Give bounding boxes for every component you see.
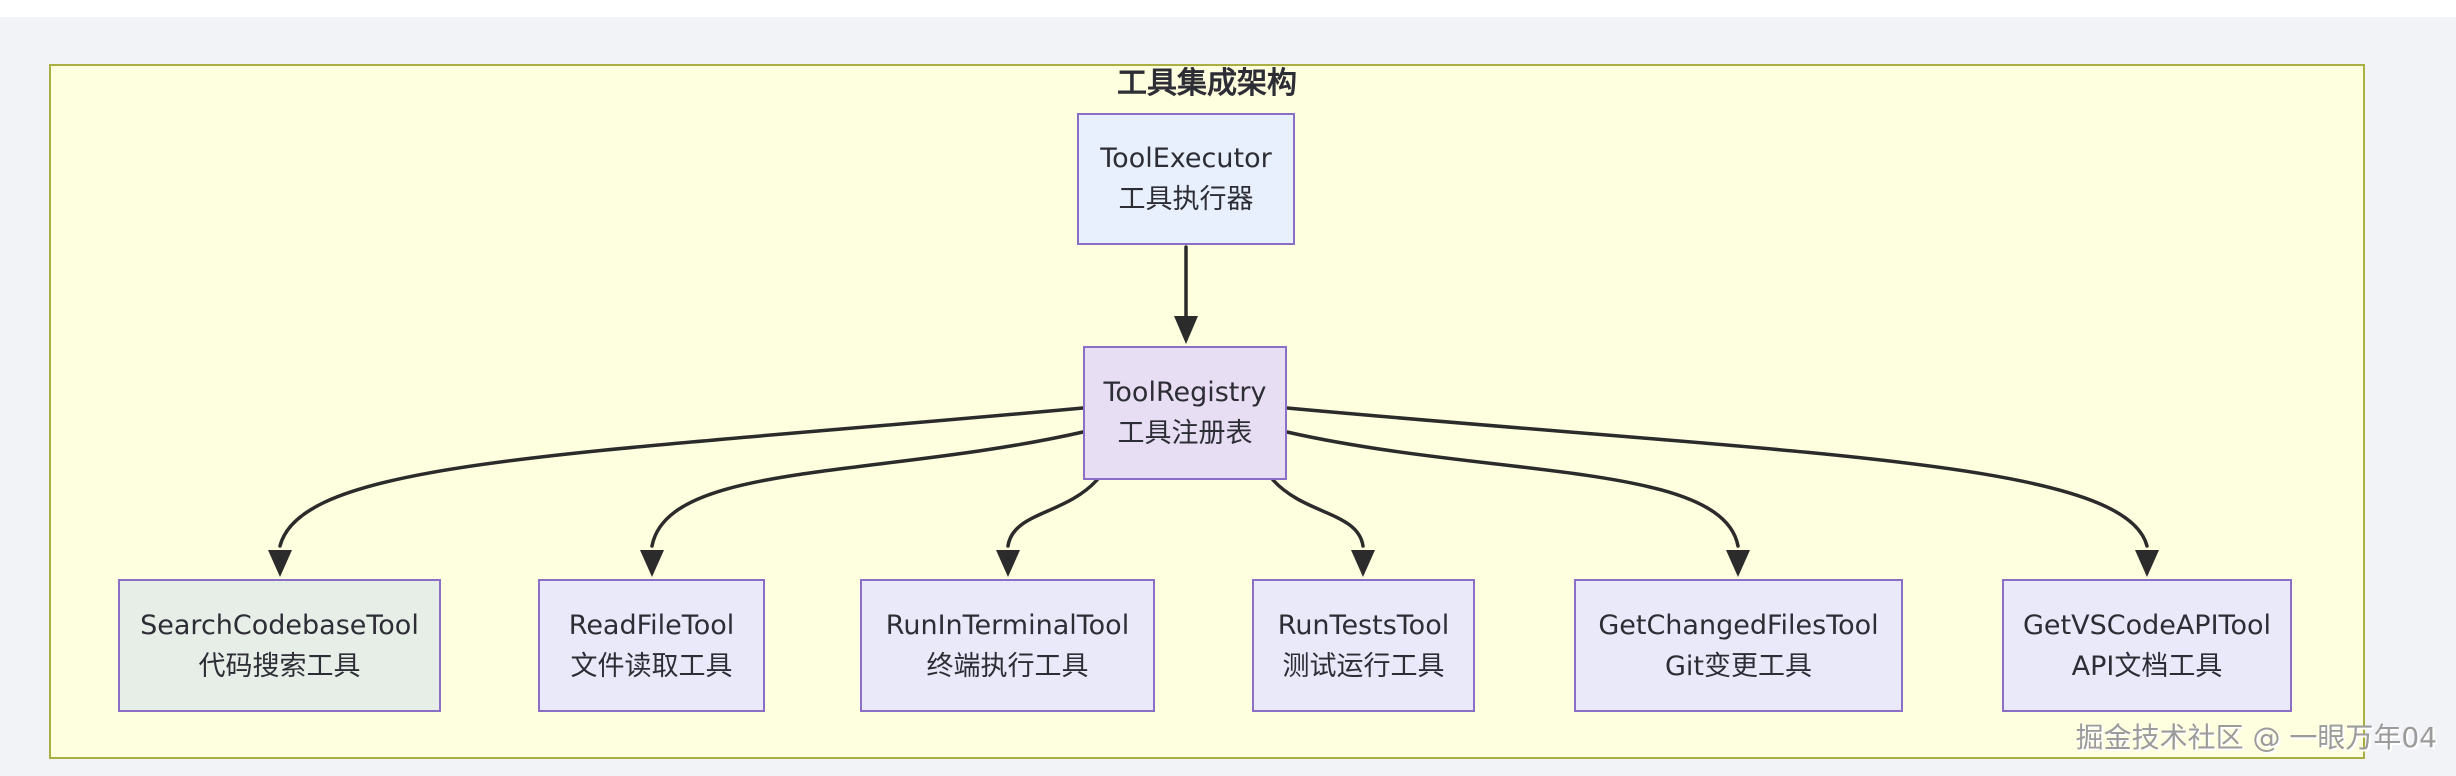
node-readfiletool-label: 文件读取工具 [570,650,733,682]
node-searchcodebasetool-name: SearchCodebaseTool [140,609,419,641]
node-toolregistry-name: ToolRegistry [1103,377,1267,408]
node-searchcodebasetool-label: 代码搜索工具 [198,650,361,682]
node-searchcodebasetool: SearchCodebaseTool 代码搜索工具 [118,579,441,712]
arrowhead-runtests [1351,550,1375,577]
node-getvscodeapitool-label: API文档工具 [2071,650,2223,682]
edge-registry-getchangedfiles [1285,430,1740,548]
arrowhead-getvscodeapi [2135,550,2159,577]
node-toolregistry: ToolRegistry 工具注册表 [1083,346,1287,480]
node-runteststool: RunTestsTool 测试运行工具 [1252,579,1475,712]
arrowhead-getchangedfiles [1726,550,1750,577]
edge-registry-searchcodebase [278,406,1085,548]
node-toolexecutor-name: ToolExecutor [1100,143,1272,174]
edge-registry-runtests [1271,478,1365,548]
node-getchangedfilestool-label: Git变更工具 [1664,650,1812,682]
node-readfiletool: ReadFileTool 文件读取工具 [538,579,765,712]
arrowhead-registry [1174,316,1198,344]
node-runinterminaltool-name: RunInTerminalTool [885,609,1130,641]
node-getchangedfilestool-name: GetChangedFilesTool [1598,609,1879,641]
node-runinterminaltool: RunInTerminalTool 终端执行工具 [860,579,1155,712]
node-runinterminaltool-label: 终端执行工具 [926,650,1089,682]
node-toolexecutor: ToolExecutor 工具执行器 [1077,113,1295,245]
top-strip [0,0,2456,17]
node-getchangedfilestool: GetChangedFilesTool Git变更工具 [1574,579,1903,712]
node-runteststool-name: RunTestsTool [1277,609,1450,641]
diagram-title: 工具集成架构 [1117,66,1297,101]
node-runteststool-label: 测试运行工具 [1282,650,1445,682]
watermark: 掘金技术社区 @ 一眼万年04 [2075,721,2437,754]
node-getvscodeapitool: GetVSCodeAPITool API文档工具 [2002,579,2292,712]
edge-registry-readfile [650,430,1085,548]
node-toolregistry-label: 工具注册表 [1117,418,1253,449]
node-readfiletool-name: ReadFileTool [568,609,735,641]
edge-registry-getvscodeapi [1285,406,2149,548]
node-getvscodeapitool-name: GetVSCodeAPITool [2022,609,2271,641]
node-toolexecutor-label: 工具执行器 [1118,184,1254,215]
edge-registry-runinterminal [1006,478,1099,548]
arrowhead-readfile [640,550,664,577]
arrowhead-runinterminal [996,550,1020,577]
arrowhead-searchcodebase [268,550,292,577]
